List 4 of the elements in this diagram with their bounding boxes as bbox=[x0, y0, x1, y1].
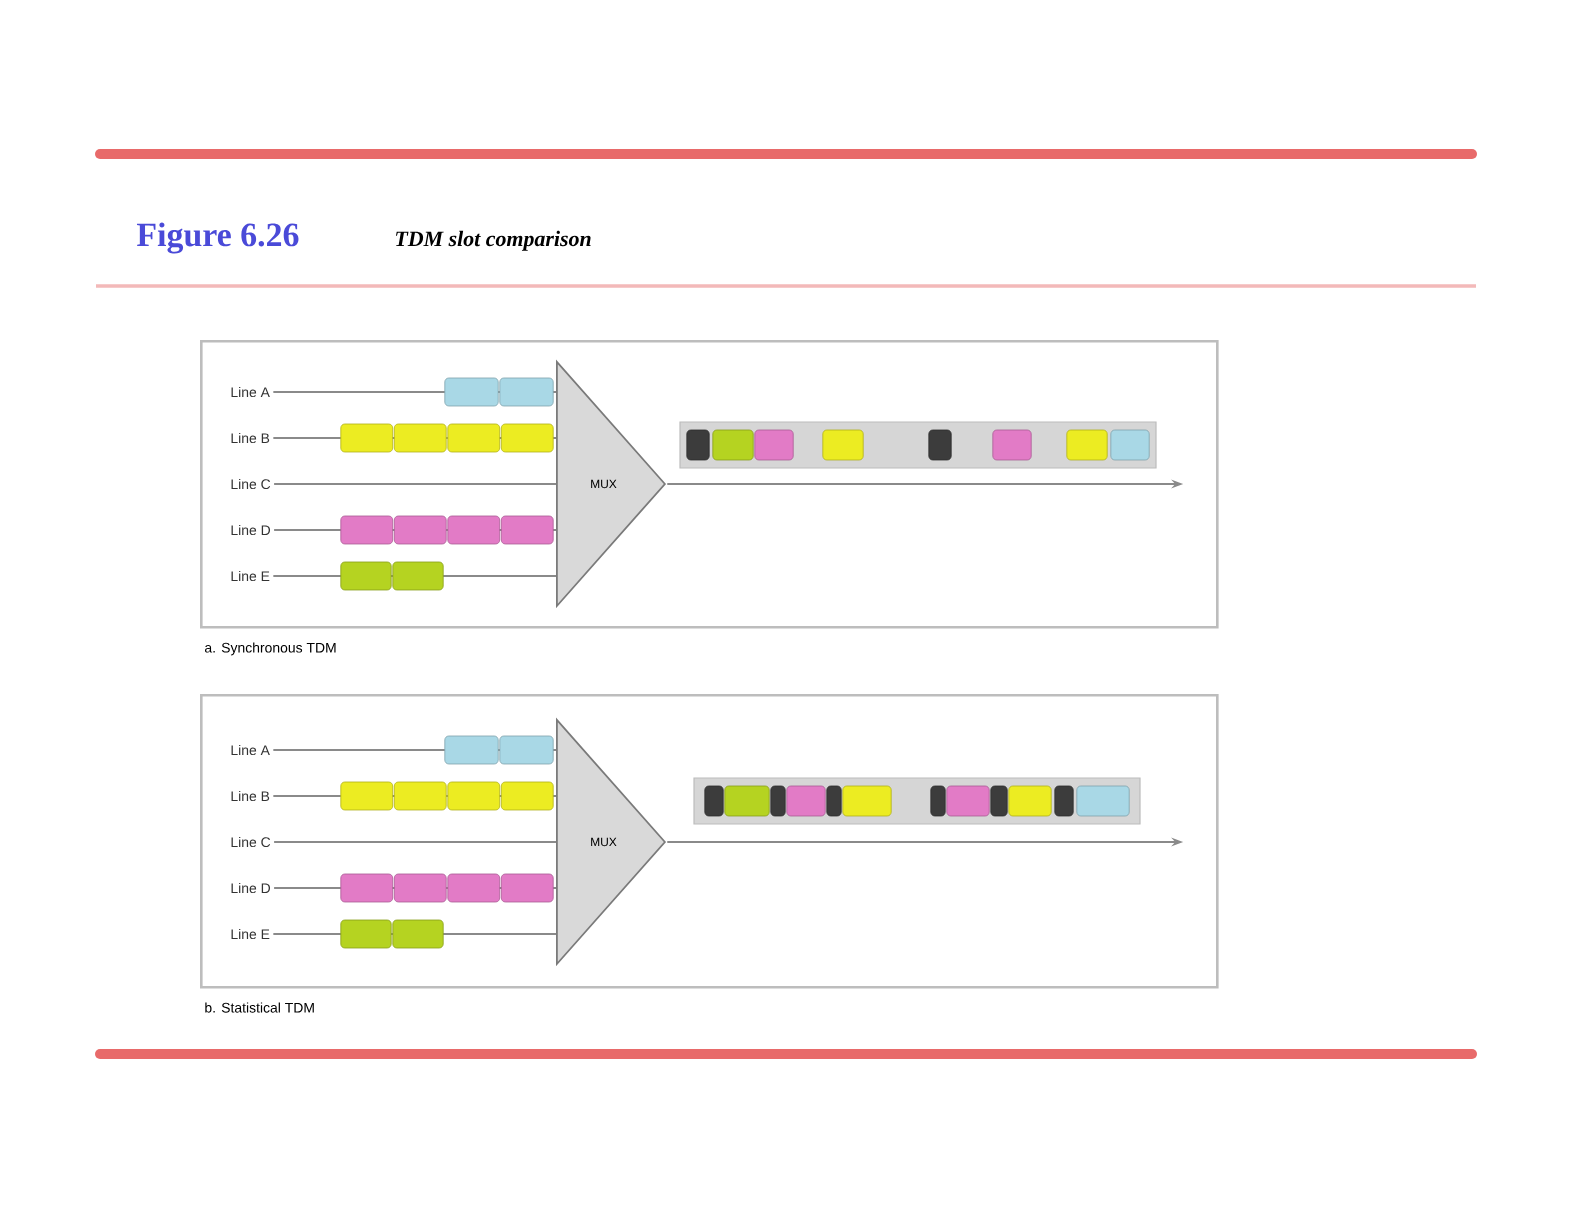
figure-number: Figure 6.26 bbox=[137, 222, 299, 254]
figure-caption: TDM slot comparison bbox=[396, 230, 591, 251]
line bbox=[273, 841, 557, 843]
line bbox=[273, 483, 557, 485]
